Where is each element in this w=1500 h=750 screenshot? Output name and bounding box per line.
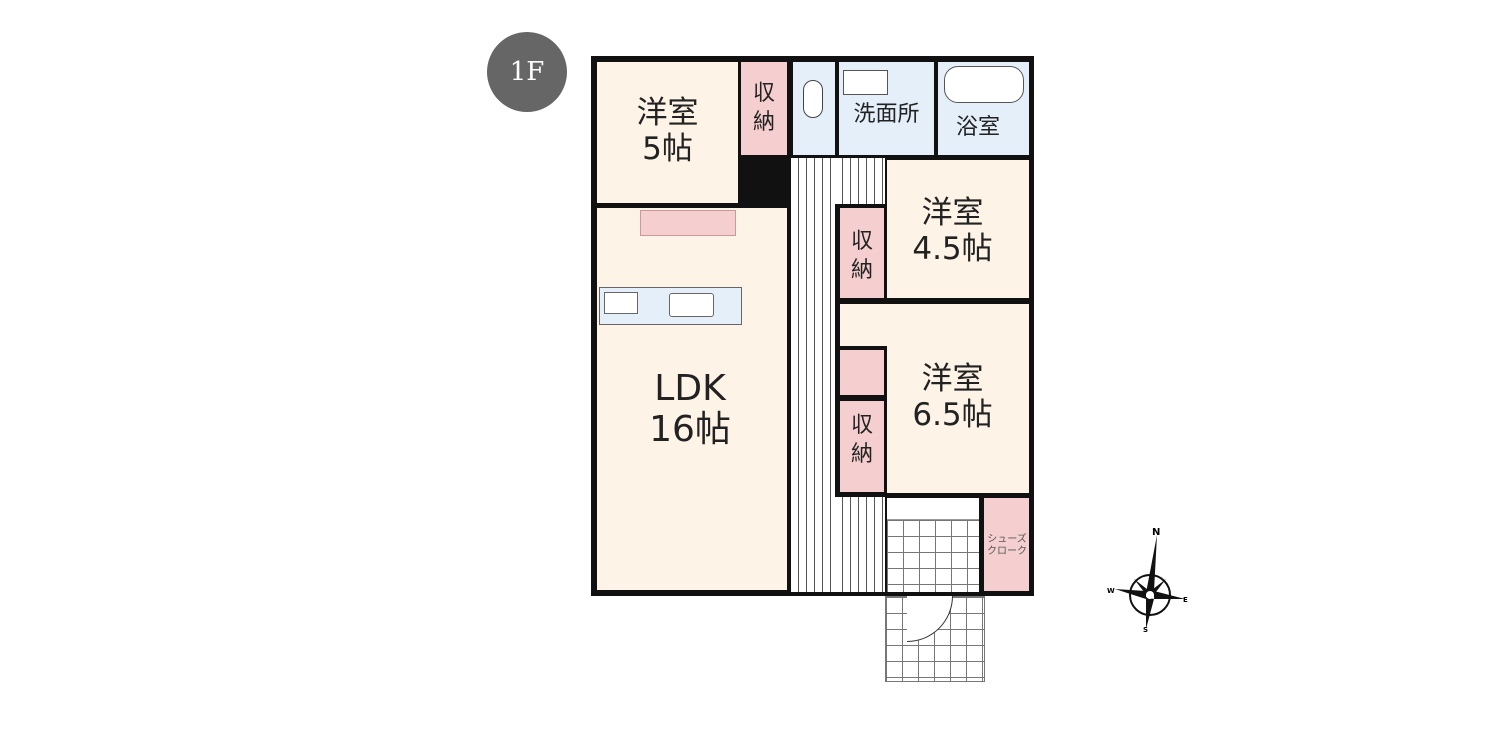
- entrance: [887, 520, 979, 592]
- room-western-6-5-nook: [840, 304, 887, 346]
- room-western-6-5: [887, 304, 1029, 493]
- sink-icon: [843, 70, 888, 95]
- kitchen-cabinet: [640, 210, 736, 236]
- hallway-upper: [835, 158, 885, 204]
- hallway-lower: [835, 497, 885, 592]
- compass-w: W: [1107, 587, 1115, 595]
- storage-1: [741, 62, 787, 155]
- shoe-closet-label: シューズクローク: [987, 534, 1027, 557]
- washroom-label: 洗面所: [853, 102, 920, 127]
- storage-3: [840, 350, 884, 395]
- storage-2-label: 収納: [850, 229, 873, 283]
- compass-icon: [1115, 535, 1185, 629]
- storage-2: [840, 208, 884, 298]
- storage-1-label: 収納: [752, 81, 775, 135]
- room-ldk: [597, 208, 787, 590]
- floor-badge: 1F: [487, 32, 567, 112]
- shoe-closet: [984, 498, 1029, 591]
- compass-e: E: [1183, 596, 1188, 604]
- compass-s: S: [1143, 626, 1149, 634]
- room-western-4-5: [887, 160, 1029, 298]
- bathroom-label: 浴室: [955, 115, 1000, 140]
- room-western-5: [597, 62, 738, 203]
- hallway: [791, 158, 835, 592]
- stove-icon: [604, 292, 638, 314]
- storage-4-label: 収納: [850, 413, 873, 467]
- bathtub-icon: [944, 66, 1024, 103]
- entrance-step: [887, 498, 979, 520]
- storage-4: [840, 401, 884, 492]
- toilet-icon: [803, 80, 823, 118]
- compass-n: N: [1152, 527, 1161, 538]
- kitchen-sink-icon: [669, 293, 714, 317]
